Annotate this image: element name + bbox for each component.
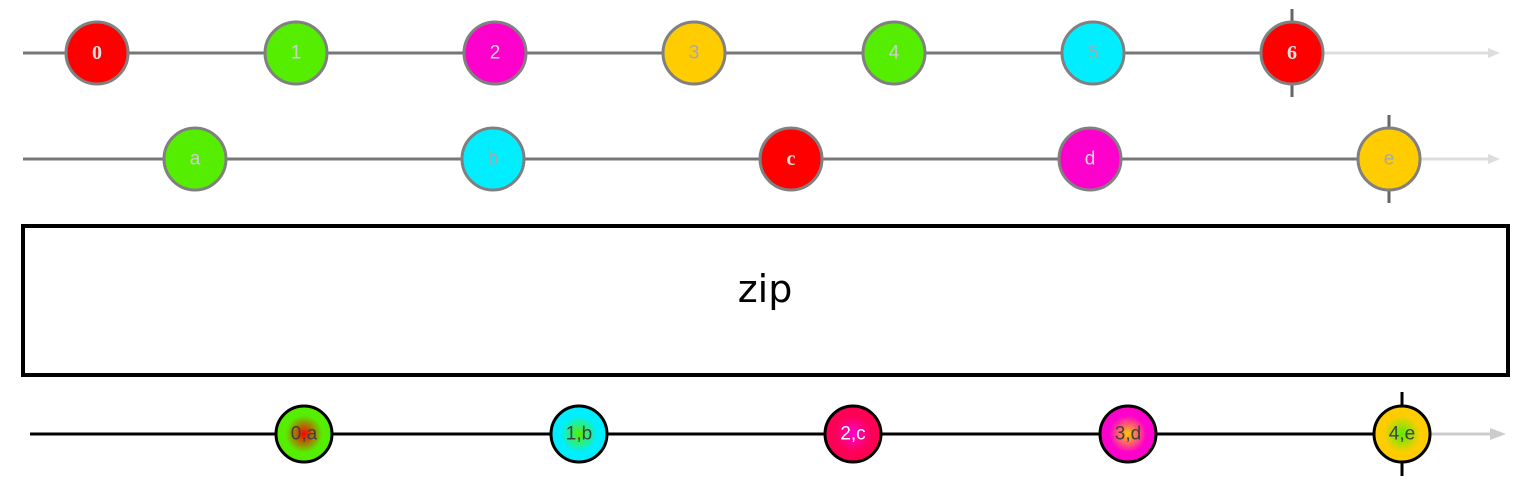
marble-circle bbox=[549, 404, 609, 464]
operator-box: zip bbox=[21, 224, 1510, 377]
marble-label: 4 bbox=[889, 43, 900, 64]
marble-label: b bbox=[488, 149, 499, 170]
marble-label: d bbox=[1085, 149, 1096, 170]
marble-label: 2,c bbox=[840, 424, 865, 445]
marble-label: 3,d bbox=[1115, 424, 1141, 445]
marble-circle bbox=[162, 126, 228, 192]
marble-label: e bbox=[1384, 149, 1395, 170]
marble-label: 1 bbox=[291, 43, 302, 64]
marble: 1 bbox=[263, 20, 329, 86]
marble-circle bbox=[1098, 404, 1158, 464]
marble: 4,e bbox=[1372, 404, 1432, 464]
marble-circle bbox=[1372, 404, 1432, 464]
marble-circle bbox=[460, 126, 526, 192]
result-stream-zipped: 0,a 1,b 2,c 3,d 4,e bbox=[30, 392, 1506, 476]
marble-label: c bbox=[787, 148, 796, 170]
marble-label: a bbox=[190, 149, 201, 170]
marble-label: 1,b bbox=[566, 424, 592, 445]
marble-circle bbox=[861, 20, 927, 86]
marble-label: 3 bbox=[689, 43, 700, 64]
marble-circle bbox=[823, 404, 883, 464]
marble: 3,d bbox=[1098, 404, 1158, 464]
marble: 3 bbox=[661, 20, 727, 86]
marble: b bbox=[460, 126, 526, 192]
source-stream-numbers: 0 1 2 3 4 5 6 bbox=[23, 9, 1500, 97]
marble-circle bbox=[1060, 20, 1126, 86]
marble: 2,c bbox=[823, 404, 883, 464]
marble-circle bbox=[274, 404, 334, 464]
marble-circle bbox=[1259, 20, 1325, 86]
marble: e bbox=[1356, 126, 1422, 192]
marble-circle bbox=[661, 20, 727, 86]
marble: 4 bbox=[861, 20, 927, 86]
marble-label: 0,a bbox=[291, 424, 318, 445]
operator-label: zip bbox=[738, 267, 793, 311]
marble-circle bbox=[64, 20, 130, 86]
marble: c bbox=[758, 126, 824, 192]
marble: 6 bbox=[1259, 20, 1325, 86]
marble-circle bbox=[263, 20, 329, 86]
marble-circle bbox=[758, 126, 824, 192]
marble-circle bbox=[1356, 126, 1422, 192]
marble-circle bbox=[1057, 126, 1123, 192]
marble: 5 bbox=[1060, 20, 1126, 86]
marble: 0 bbox=[64, 20, 130, 86]
marble: 2 bbox=[462, 20, 528, 86]
marble: 1,b bbox=[549, 404, 609, 464]
marble-circle bbox=[462, 20, 528, 86]
marble-label: 6 bbox=[1287, 42, 1297, 64]
marble-label: 5 bbox=[1088, 43, 1099, 64]
source-stream-letters: a b c d e bbox=[23, 115, 1500, 203]
marble-label: 0 bbox=[92, 42, 102, 64]
marble-label: 2 bbox=[490, 43, 501, 64]
marble-label: 4,e bbox=[1389, 424, 1415, 445]
marble: d bbox=[1057, 126, 1123, 192]
marble: 0,a bbox=[274, 404, 334, 464]
marble: a bbox=[162, 126, 228, 192]
